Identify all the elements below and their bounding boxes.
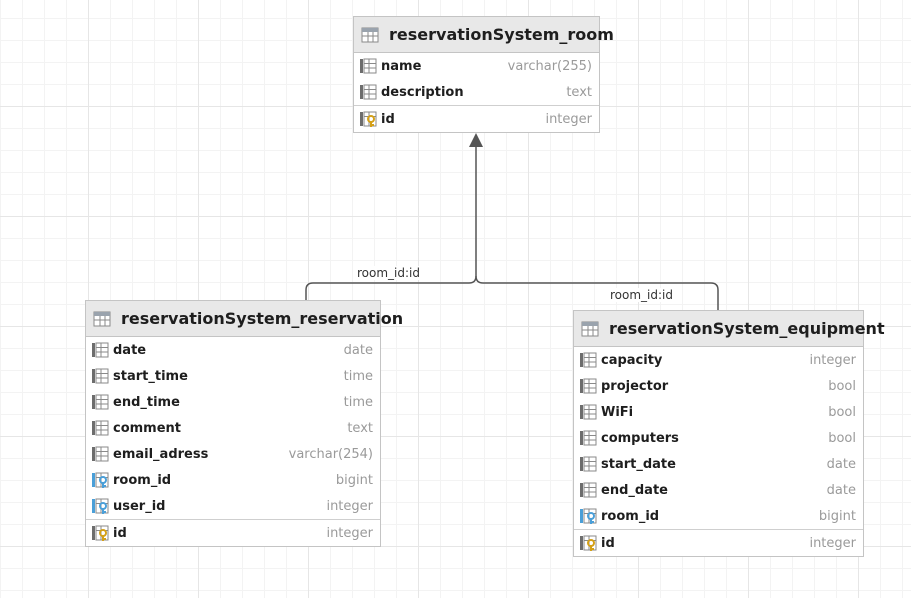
column-row[interactable]: name varchar(255) — [354, 53, 599, 79]
column-row[interactable]: comment text — [86, 415, 380, 441]
column-type: integer — [545, 111, 592, 127]
entity-title: reservationSystem_reservation — [121, 309, 404, 328]
column-type: bool — [828, 430, 856, 446]
column-icon — [580, 482, 597, 498]
entity-header[interactable]: reservationSystem_reservation — [86, 301, 403, 337]
column-row[interactable]: WiFi bool — [574, 399, 863, 425]
column-type: bigint — [818, 508, 856, 524]
column-name: email_adress — [113, 446, 209, 462]
foreign-key-icon — [580, 508, 597, 524]
column-icon — [92, 446, 109, 462]
column-row[interactable]: end_time time — [86, 389, 380, 415]
column-icon — [92, 394, 109, 410]
column-icon — [580, 456, 597, 472]
column-icon — [580, 378, 597, 394]
entity-equipment[interactable]: reservationSystem_equipment capacity int… — [573, 310, 885, 557]
column-type: time — [343, 394, 373, 410]
column-row[interactable]: start_date date — [574, 451, 863, 477]
column-type: time — [343, 368, 373, 384]
column-name: comment — [113, 420, 182, 436]
column-type: integer — [326, 498, 373, 514]
column-type: date — [826, 482, 856, 498]
primary-key-icon — [92, 525, 109, 541]
column-icon — [92, 342, 109, 358]
foreign-key-row[interactable]: room_id bigint — [86, 467, 380, 493]
column-icon — [580, 404, 597, 420]
column-type: bool — [828, 378, 856, 394]
column-row[interactable]: capacity integer — [574, 347, 863, 373]
column-name: projector — [601, 378, 669, 394]
column-type: bigint — [335, 472, 373, 488]
entity-title: reservationSystem_room — [389, 25, 614, 44]
relation-edge-equipment-room — [475, 275, 719, 310]
column-icon — [580, 352, 597, 368]
relation-label-reservation-room: room_id:id — [356, 266, 421, 280]
foreign-key-row[interactable]: room_id bigint — [574, 503, 863, 529]
table-icon — [93, 311, 111, 326]
table-icon — [361, 27, 379, 42]
column-row[interactable]: description text — [354, 79, 599, 105]
column-type: text — [566, 84, 592, 100]
column-icon — [92, 368, 109, 384]
primary-key-row[interactable]: id integer — [354, 105, 599, 132]
column-row[interactable]: computers bool — [574, 425, 863, 451]
column-name: end_time — [113, 394, 180, 410]
column-name: name — [381, 58, 422, 74]
primary-key-icon — [360, 111, 377, 127]
column-row[interactable]: projector bool — [574, 373, 863, 399]
column-row[interactable]: start_time time — [86, 363, 380, 389]
column-name: user_id — [113, 498, 166, 514]
entity-reservation[interactable]: reservationSystem_reservation date date … — [85, 300, 403, 547]
entity-header[interactable]: reservationSystem_equipment — [574, 311, 885, 347]
column-name: id — [381, 111, 395, 127]
column-row[interactable]: date date — [86, 337, 380, 363]
entity-title: reservationSystem_equipment — [609, 319, 885, 338]
column-name: capacity — [601, 352, 663, 368]
column-type: integer — [326, 525, 373, 541]
column-type: varchar(255) — [507, 58, 592, 74]
column-name: description — [381, 84, 464, 100]
column-name: room_id — [601, 508, 660, 524]
foreign-key-row[interactable]: user_id integer — [86, 493, 380, 519]
column-type: date — [826, 456, 856, 472]
column-name: end_date — [601, 482, 668, 498]
column-icon — [360, 58, 377, 74]
column-type: bool — [828, 404, 856, 420]
primary-key-icon — [580, 535, 597, 551]
column-icon — [580, 430, 597, 446]
column-name: WiFi — [601, 404, 634, 420]
column-type: integer — [809, 352, 856, 368]
entity-header[interactable]: reservationSystem_room — [354, 17, 614, 53]
entity-room[interactable]: reservationSystem_room name varchar(255)… — [353, 16, 614, 133]
column-icon — [360, 84, 377, 100]
column-icon — [92, 420, 109, 436]
column-row[interactable]: email_adress varchar(254) — [86, 441, 380, 467]
table-icon — [581, 321, 599, 336]
column-type: integer — [809, 535, 856, 551]
column-row[interactable]: end_date date — [574, 477, 863, 503]
column-type: date — [343, 342, 373, 358]
column-name: start_date — [601, 456, 676, 472]
column-name: start_time — [113, 368, 188, 384]
column-type: text — [347, 420, 373, 436]
relation-label-equipment-room: room_id:id — [609, 288, 674, 302]
column-name: room_id — [113, 472, 172, 488]
primary-key-row[interactable]: id integer — [574, 529, 863, 556]
column-name: id — [113, 525, 127, 541]
foreign-key-icon — [92, 472, 109, 488]
foreign-key-icon — [92, 498, 109, 514]
column-name: id — [601, 535, 615, 551]
column-type: varchar(254) — [288, 446, 373, 462]
column-name: computers — [601, 430, 679, 446]
relation-arrowhead — [469, 133, 483, 147]
column-name: date — [113, 342, 147, 358]
primary-key-row[interactable]: id integer — [86, 519, 380, 546]
